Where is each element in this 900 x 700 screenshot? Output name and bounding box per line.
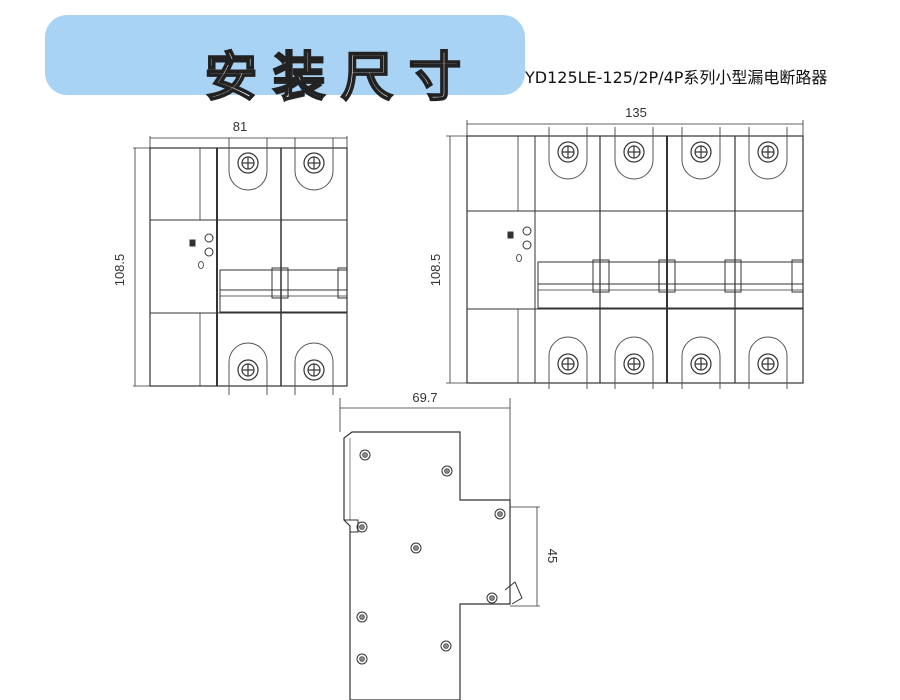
four-pole-height-label: 108.5	[428, 254, 443, 287]
side-view	[339, 398, 540, 700]
side-depth-label: 69.7	[412, 390, 437, 405]
two-pole-front-view	[133, 136, 348, 396]
page-title: 安装尺寸	[204, 47, 478, 109]
product-subtitle: YD125LE-125/2P/4P系列小型漏电断路器	[525, 68, 828, 87]
two-pole-height-label: 108.5	[112, 254, 127, 287]
two-pole-width-label: 81	[233, 119, 247, 134]
title-banner: 安装尺寸	[45, 15, 525, 109]
side-rail-label: 45	[545, 549, 560, 563]
four-pole-front-view	[446, 120, 804, 390]
four-pole-width-label: 135	[625, 105, 647, 120]
